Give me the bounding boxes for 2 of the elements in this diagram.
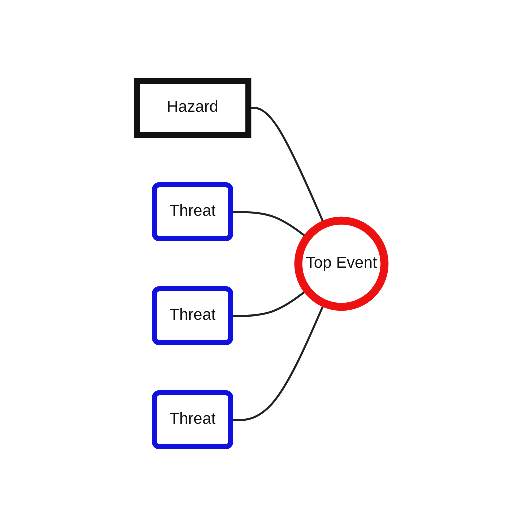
node-box: Hazard xyxy=(134,78,252,138)
node-circle: Top Event xyxy=(294,216,389,311)
